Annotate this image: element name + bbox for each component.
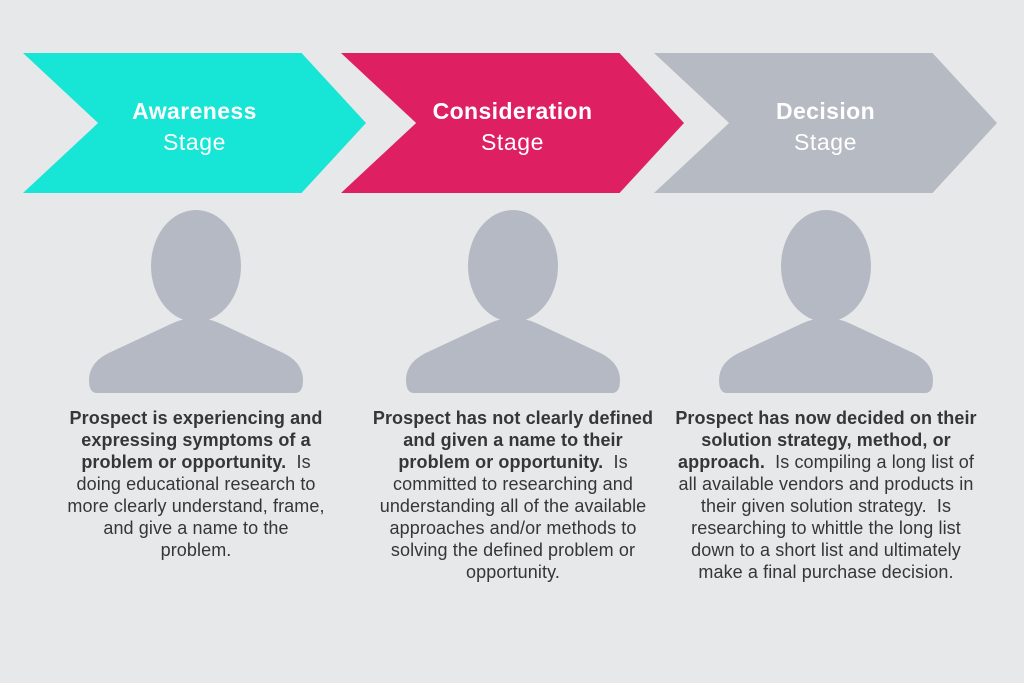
stage-description-consideration: Prospect has not clearly defined and giv…: [370, 407, 656, 583]
person-silhouette-icon: [89, 210, 303, 393]
stage-description-awareness-regular: Is doing educational research to more cl…: [67, 452, 325, 560]
stage-description-consideration-bold: Prospect has not clearly defined and giv…: [372, 408, 654, 472]
stage-subtitle-consideration: Stage: [480, 129, 545, 155]
stage-column-awareness: Prospect is experiencing and expressing …: [36, 209, 356, 561]
stage-arrow-consideration: Consideration Stage: [341, 53, 684, 193]
person-silhouette-icon: [719, 210, 933, 393]
stage-arrow-awareness: Awareness Stage: [23, 53, 366, 193]
stage-subtitle-awareness: Stage: [162, 129, 227, 155]
stage-title-decision: Decision: [775, 98, 876, 124]
person-silhouette-icon: [406, 210, 620, 393]
stage-description-decision-regular: Is compiling a long list of all availabl…: [678, 452, 974, 582]
stage-title-awareness: Awareness: [132, 98, 257, 124]
stage-column-consideration: Prospect has not clearly defined and giv…: [353, 209, 673, 583]
stage-description-decision: Prospect has now decided on their soluti…: [675, 407, 977, 583]
stage-subtitle-decision: Stage: [793, 129, 858, 155]
stage-description-decision-bold: Prospect has now decided on their soluti…: [675, 408, 977, 472]
stage-description-awareness-bold: Prospect is experiencing and expressing …: [69, 408, 323, 472]
stage-column-decision: Prospect has now decided on their soluti…: [666, 209, 986, 583]
stage-description-consideration-regular: Is committed to researching and understa…: [379, 452, 647, 582]
stage-description-awareness: Prospect is experiencing and expressing …: [67, 407, 325, 561]
stage-arrow-decision: Decision Stage: [654, 53, 997, 193]
stage-title-consideration: Consideration: [432, 98, 593, 124]
